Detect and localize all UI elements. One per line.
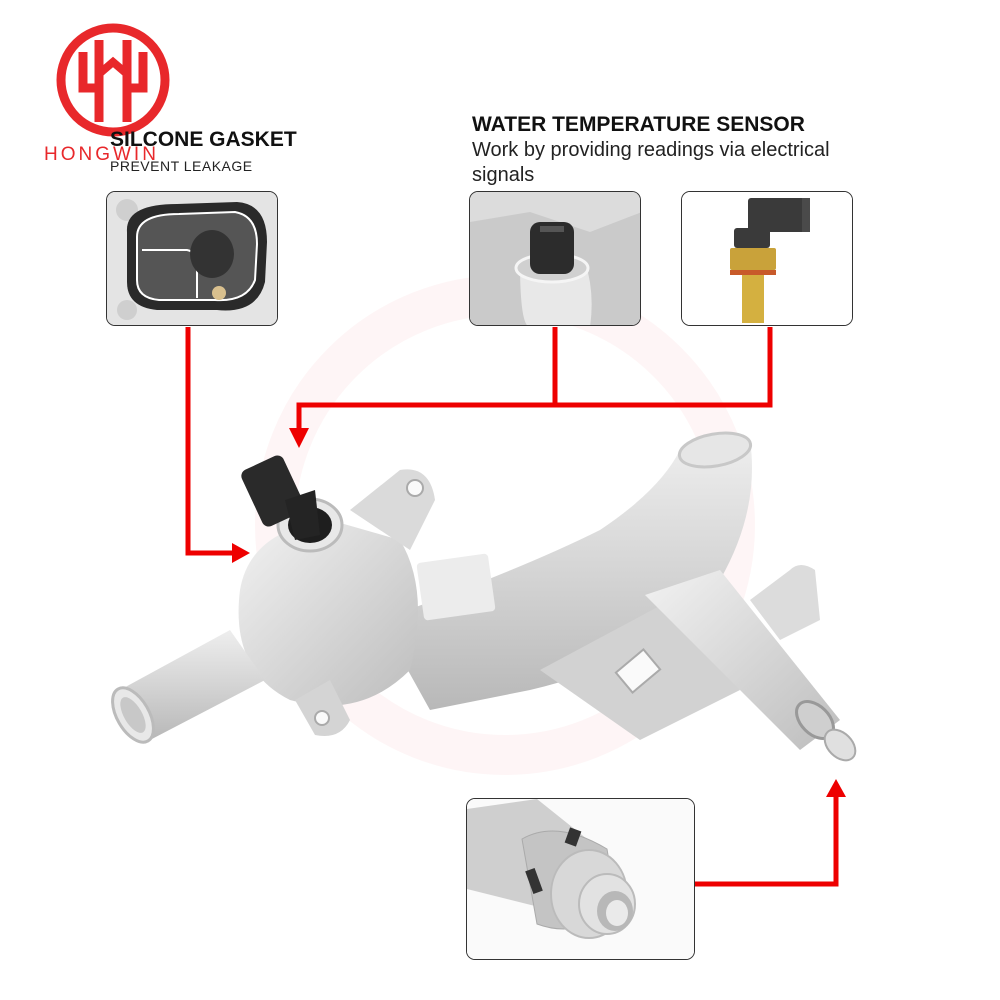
gasket-subtitle: PREVENT LEAKAGE [110,158,253,174]
arrow-head-right [232,543,250,563]
sensor-title: WATER TEMPERATURE SENSOR [472,113,805,136]
sensor-image [682,192,852,325]
hongwin-logo-icon [56,23,170,137]
installed-sensor-panel [469,191,641,326]
gasket-closeup-panel [106,191,278,326]
outlet-closeup-panel [466,798,695,960]
thermostat-housing-image [111,431,857,762]
sensor-subtitle: Work by providing readings via electrica… [472,139,830,186]
installed-sensor-image [470,192,640,325]
brand-logo [55,22,171,138]
sensor-standalone-panel [681,191,853,326]
gasket-image [107,192,277,325]
brand-name: HONGWIN [44,144,159,165]
thermostat-housing-product [100,420,880,800]
arrow-head-down [289,428,309,448]
arrow-head-up [826,779,846,797]
gasket-title: SILCONE GASKET [110,128,297,151]
outlet-image [467,799,694,959]
